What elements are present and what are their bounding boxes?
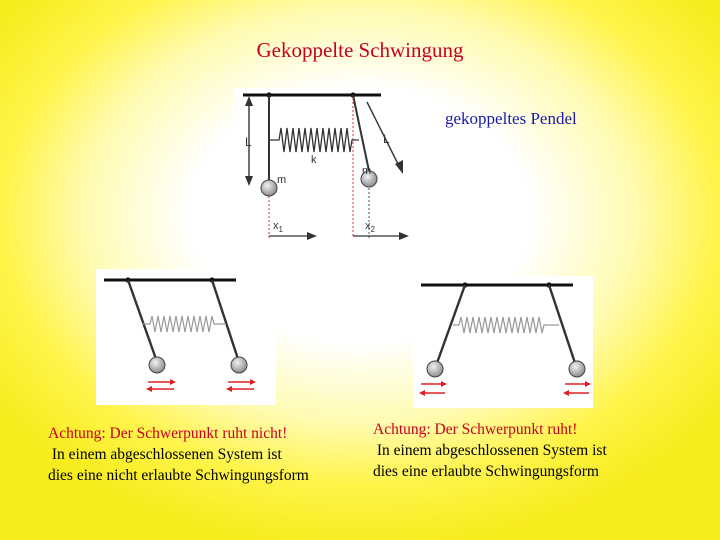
note-line: dies eine erlaubte Schwingungsform	[373, 463, 599, 480]
note-not-allowed: Achtung: Der Schwerpunkt ruht nicht! In …	[48, 423, 368, 486]
spring-constant-label: k	[311, 154, 317, 166]
mass-right	[568, 360, 586, 378]
motion-arrows-left	[419, 381, 447, 396]
mass-left	[148, 356, 166, 374]
warning-text: Achtung: Der Schwerpunkt ruht!	[373, 421, 578, 438]
in-phase-mode-diagram	[96, 269, 276, 405]
note-line: dies eine nicht erlaubte Schwingungsform	[48, 467, 309, 484]
right-pendulum-rod	[547, 284, 577, 364]
warning-text: Achtung: Der Schwerpunkt ruht nicht!	[48, 425, 288, 442]
mass-left	[426, 360, 444, 378]
length-label-left: L	[245, 135, 252, 149]
length-label-right: L	[383, 132, 390, 146]
motion-arrows-left	[146, 379, 176, 392]
mass-right	[360, 170, 378, 188]
left-pendulum-rod	[435, 284, 467, 364]
mass-right	[230, 356, 248, 374]
motion-arrows-right	[563, 381, 591, 396]
right-pendulum-rod	[352, 94, 370, 172]
mass-left	[260, 179, 278, 197]
right-pendulum-rod	[210, 279, 240, 360]
coupling-spring	[270, 127, 359, 153]
coupling-spring	[453, 316, 559, 334]
anti-phase-mode-diagram	[413, 276, 593, 408]
left-pendulum-rod	[126, 279, 158, 360]
x2-label: x2	[365, 220, 376, 234]
mass-label-right: m	[362, 165, 371, 177]
x1-label: x1	[273, 220, 284, 234]
note-line: In einem abgeschlossenen System ist	[48, 446, 282, 463]
note-allowed: Achtung: Der Schwerpunkt ruht! In einem …	[373, 419, 693, 482]
diagram-caption: gekoppeltes Pendel	[445, 109, 577, 128]
note-line: In einem abgeschlossenen System ist	[373, 442, 607, 459]
coupled-pendulum-diagram: L L k m m x1 x2	[233, 88, 413, 246]
mass-label-left: m	[277, 174, 286, 186]
motion-arrows-right	[226, 379, 256, 392]
coupling-spring	[142, 315, 226, 333]
page-title: Gekoppelte Schwingung	[256, 38, 464, 62]
